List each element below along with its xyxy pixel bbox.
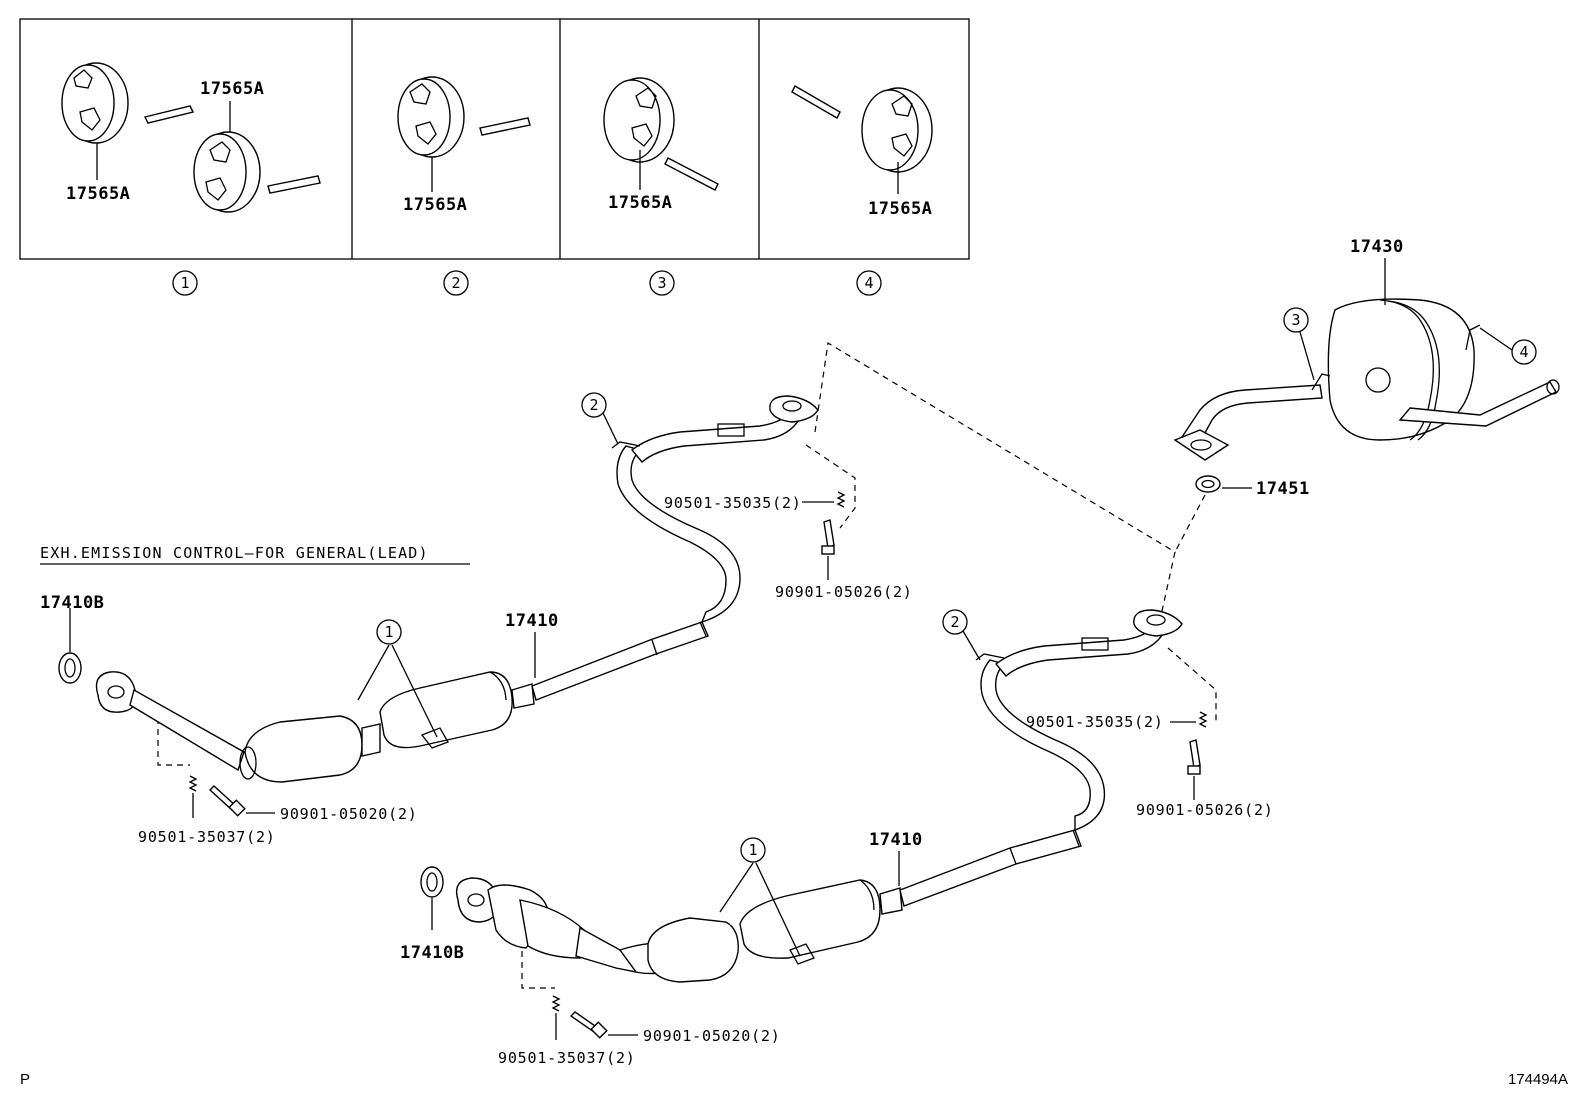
- catalytic-converter-main-1: [379, 671, 513, 749]
- hanger-rod-icon: [143, 105, 195, 124]
- hanger-inset-panels: 17565A 17565A 17565A: [19, 18, 970, 296]
- tail-pipe: [1398, 381, 1557, 427]
- callout-3-muffler: 3: [1283, 307, 1315, 381]
- svg-text:4: 4: [1519, 343, 1528, 361]
- label-17410-1: 17410: [505, 611, 559, 631]
- callout-2-pipe1: 2: [581, 392, 619, 445]
- inset-panel-2: 17565A: [397, 76, 531, 215]
- inset-panel-4: 17565A: [791, 85, 933, 219]
- label-17410B-2: 17410B: [400, 943, 464, 963]
- muffler-assembly: [1173, 298, 1560, 461]
- svg-text:3: 3: [1291, 311, 1300, 329]
- inset-panel-1: 17565A 17565A: [61, 62, 321, 213]
- front-pipe-1: [95, 395, 819, 783]
- callout-1-pipe1: 1: [357, 619, 438, 738]
- front-pipe-2: [455, 609, 1183, 983]
- label-90501-35037-1: 90501-35037(2): [138, 828, 276, 846]
- label-90501-35037-2: 90501-35037(2): [498, 1049, 636, 1067]
- hanger-rod-icon: [791, 85, 841, 119]
- spring-upper-2-icon: [1198, 711, 1208, 728]
- hanger-rubber-icon: [397, 76, 465, 158]
- catalytic-converter-main-2: [739, 879, 881, 959]
- spring-lower-2-icon: [551, 995, 561, 1012]
- spring-upper-1-icon: [836, 491, 846, 508]
- inset-number-1: 1: [172, 270, 198, 296]
- label-90901-05020-2: 90901-05020(2): [643, 1027, 781, 1045]
- label-17410-2: 17410: [869, 830, 923, 850]
- svg-text:2: 2: [451, 274, 460, 292]
- label-90901-05020-1: 90901-05020(2): [280, 805, 418, 823]
- hanger-rod-icon: [267, 175, 321, 194]
- connection-dashed-lines: [157, 342, 1217, 989]
- hanger-rubber-icon: [61, 62, 129, 144]
- gasket-17410B-1: [58, 652, 82, 684]
- bolt-lower-1-icon: [208, 785, 246, 817]
- rear-flange-2: [1133, 609, 1183, 637]
- gasket-17451: [1195, 475, 1221, 493]
- hanger-rubber-icon: [861, 87, 933, 173]
- svg-text:2: 2: [589, 396, 598, 414]
- gasket-17410B-2: [420, 866, 444, 898]
- illustration-id: 174494A: [1508, 1071, 1568, 1088]
- catalytic-converter-small-1: [244, 715, 363, 783]
- svg-text:1: 1: [384, 623, 393, 641]
- svg-text:1: 1: [180, 274, 189, 292]
- hanger-rubber-icon: [193, 131, 261, 213]
- spring-lower-1-icon: [188, 775, 198, 792]
- section-title: EXH.EMISSION CONTROL—FOR GENERAL(LEAD): [40, 544, 429, 562]
- hanger-rubber-icon: [603, 77, 675, 163]
- label-17565A: 17565A: [868, 199, 932, 219]
- label-17451: 17451: [1256, 479, 1310, 499]
- label-17430: 17430: [1350, 237, 1404, 257]
- label-90501-35035-2: 90501-35035(2): [1026, 713, 1164, 731]
- hanger-rod-icon: [664, 157, 719, 191]
- inset-number-2: 2: [443, 270, 469, 296]
- corner-mark-left: P: [20, 1071, 30, 1088]
- label-17565A-upper: 17565A: [200, 79, 264, 99]
- svg-text:1: 1: [748, 841, 757, 859]
- inset-number-4: 4: [856, 270, 882, 296]
- label-17565A-lower: 17565A: [66, 184, 130, 204]
- catalytic-converter-small-2: [647, 917, 739, 983]
- callout-4-muffler: 4: [1479, 327, 1537, 365]
- svg-text:2: 2: [950, 613, 959, 631]
- hanger-rod-icon: [479, 117, 531, 136]
- rear-flange-1: [769, 395, 819, 423]
- front-flange-1: [95, 671, 137, 713]
- inset-number-3: 3: [649, 270, 675, 296]
- inset-frame: [19, 18, 970, 260]
- svg-text:4: 4: [864, 274, 873, 292]
- inset-panel-3: 17565A: [603, 77, 719, 213]
- bolt-upper-2-icon: [1187, 739, 1201, 775]
- label-90901-05026-1: 90901-05026(2): [775, 583, 913, 601]
- label-17410B-1: 17410B: [40, 593, 104, 613]
- bolt-lower-2-icon: [569, 1011, 608, 1039]
- bolt-upper-1-icon: [821, 519, 835, 555]
- label-90501-35035-1: 90501-35035(2): [664, 494, 802, 512]
- callout-1-pipe2: 1: [719, 837, 801, 957]
- svg-text:3: 3: [657, 274, 666, 292]
- callout-2-pipe2: 2: [942, 609, 981, 661]
- muffler-inlet-flange: [1173, 429, 1230, 461]
- label-17565A: 17565A: [403, 195, 467, 215]
- label-17565A: 17565A: [608, 193, 672, 213]
- label-90901-05026-2: 90901-05026(2): [1136, 801, 1274, 819]
